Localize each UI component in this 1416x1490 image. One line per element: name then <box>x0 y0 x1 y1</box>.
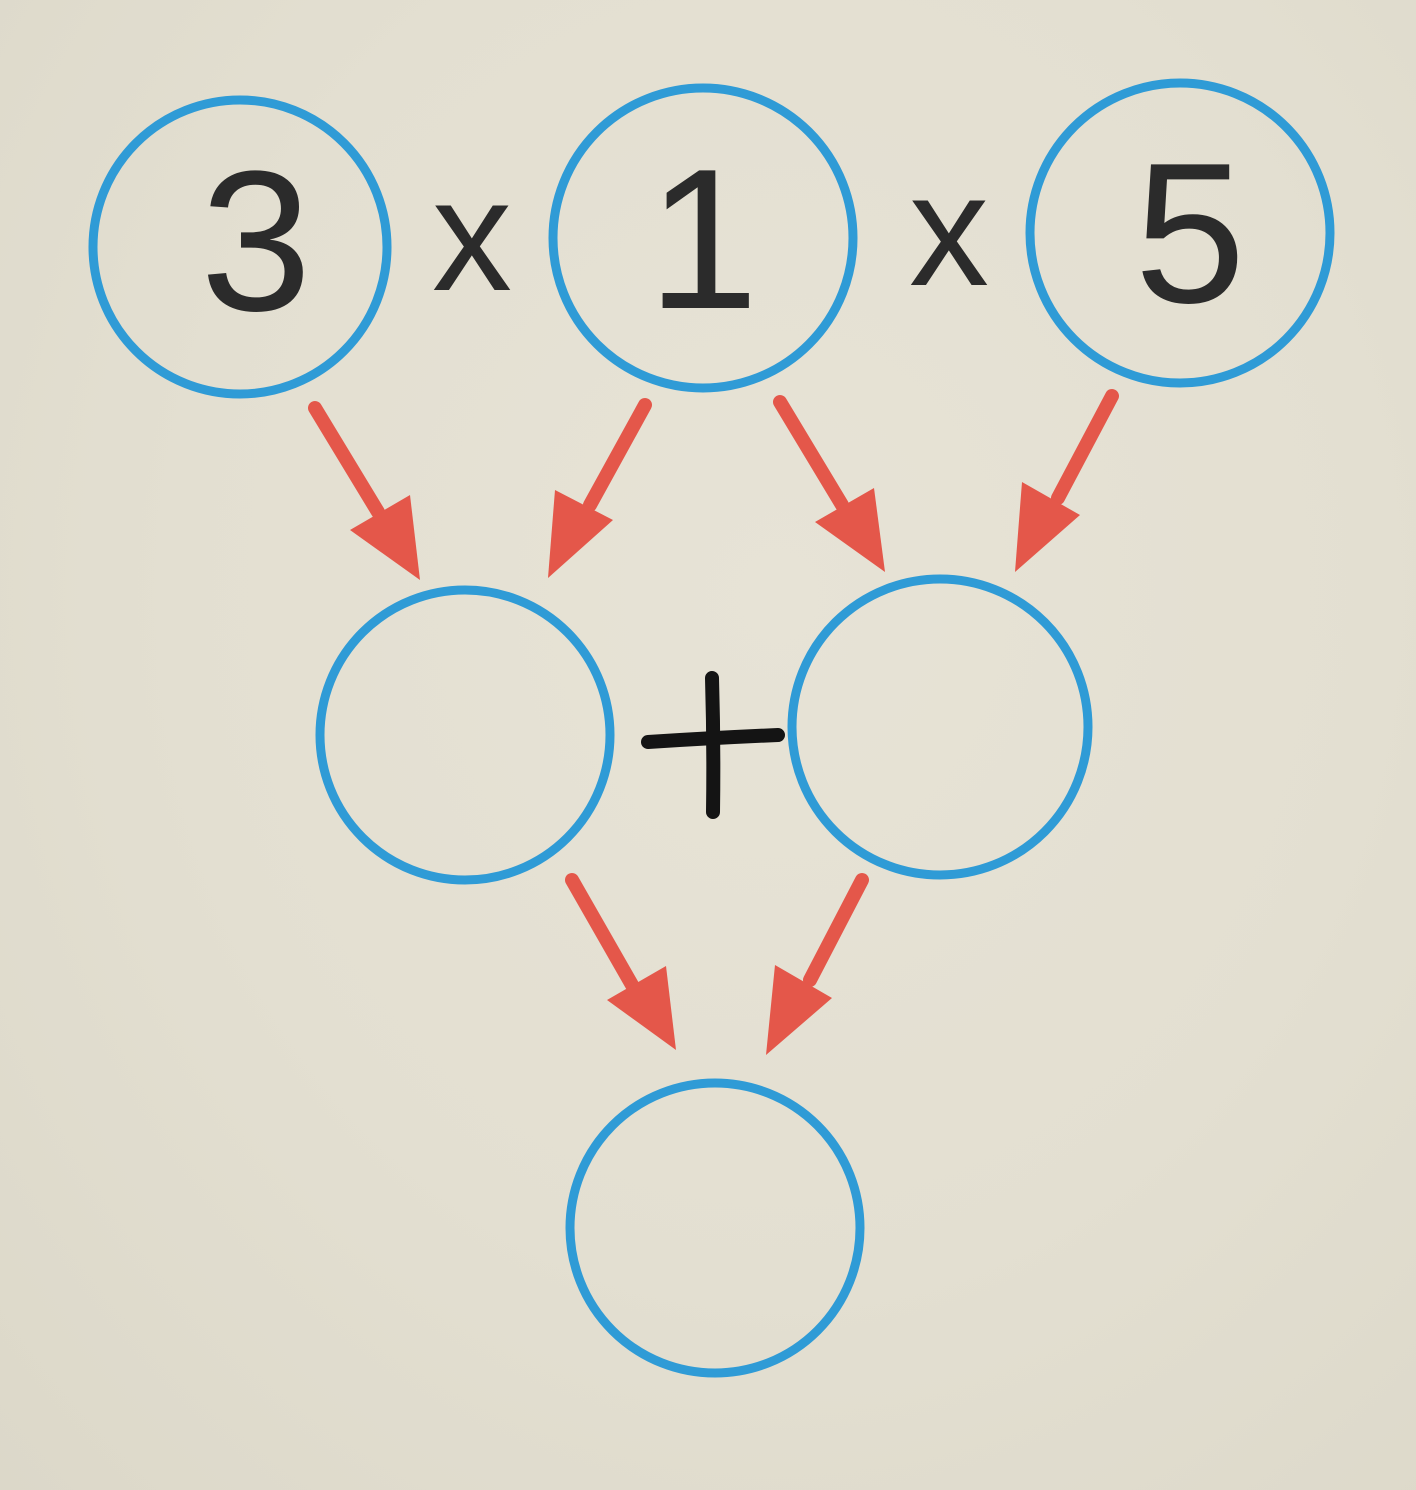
arrow-top3-to-mid2 <box>1015 389 1119 572</box>
arrow-mid1-to-bottom <box>565 873 676 1050</box>
arrow-top2-to-mid2 <box>773 395 885 572</box>
arrow-top2-to-mid1 <box>548 398 652 578</box>
top-number-2: 1 <box>647 128 758 351</box>
top-number-1: 3 <box>200 130 311 353</box>
middle-circle-2 <box>787 574 1093 880</box>
middle-circle-1 <box>315 585 615 885</box>
arrow-top1-to-mid1 <box>308 401 420 580</box>
bottom-circle <box>565 1078 865 1378</box>
multiply-sign-1: x <box>432 145 512 324</box>
top-circle-3 <box>1025 78 1335 388</box>
arrow-mid2-to-bottom <box>766 873 869 1055</box>
multiply-sign-2: x <box>909 140 989 319</box>
top-number-3: 5 <box>1134 122 1245 345</box>
top-circle-2 <box>548 83 858 393</box>
top-circle-1 <box>88 95 392 399</box>
plus-sign: + <box>641 671 785 819</box>
